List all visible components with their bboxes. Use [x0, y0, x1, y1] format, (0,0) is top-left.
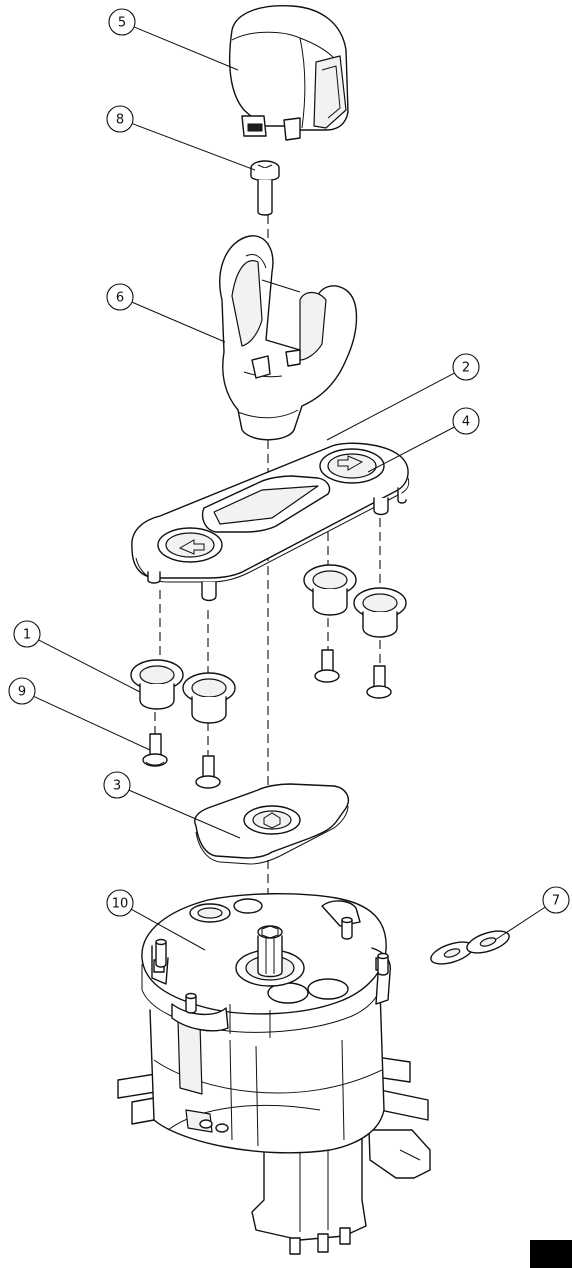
callout-circle	[106, 105, 134, 133]
callout-number: 4	[462, 415, 470, 430]
callout-5: 5	[108, 8, 136, 36]
part-10-base-mechanism	[117, 893, 431, 1255]
callout-circle	[108, 8, 136, 36]
callout-number: 10	[112, 897, 129, 912]
leader-line-2	[326, 372, 455, 441]
part-9-screw-d	[366, 665, 392, 699]
callout-circle	[452, 353, 480, 381]
callout-circle	[542, 886, 570, 914]
callout-circle	[106, 889, 134, 917]
callout-number: 9	[18, 685, 26, 700]
callout-leaders	[33, 26, 546, 951]
leader-line-7	[494, 906, 546, 941]
callout-8: 8	[106, 105, 134, 133]
part-6-handle	[219, 235, 358, 441]
leader-line-9	[33, 695, 151, 751]
part-9-screw-c	[314, 649, 340, 683]
part-1-bushing-left-b	[182, 672, 236, 724]
callout-circle	[13, 620, 41, 648]
callout-number: 1	[23, 628, 31, 643]
callout-circle	[103, 771, 131, 799]
callout-2: 2	[452, 353, 480, 381]
part-9-screw-a	[142, 733, 168, 767]
callout-9: 9	[8, 677, 36, 705]
part-2-faceplate	[131, 442, 410, 602]
callout-6: 6	[106, 283, 134, 311]
part-3-plate	[194, 783, 350, 865]
leader-line-6	[131, 301, 226, 343]
part-1-bushing-right-b	[353, 587, 407, 638]
callout-10: 10	[106, 889, 134, 917]
callout-7: 7	[542, 886, 570, 914]
callout-number: 5	[118, 16, 126, 31]
leader-line-1	[38, 639, 141, 693]
callout-circle	[8, 677, 36, 705]
corner-block	[530, 1240, 572, 1268]
callout-number: 7	[552, 894, 560, 909]
leader-line-10	[131, 908, 206, 951]
leader-line-4	[367, 426, 455, 473]
callout-4: 4	[452, 407, 480, 435]
callout-number: 6	[116, 291, 124, 306]
callout-circle	[452, 407, 480, 435]
part-1-bushing-right-a	[303, 564, 357, 616]
leader-line-5	[133, 26, 239, 71]
callout-balloons: 5 8 6 2 4 1 9 3 10 7	[8, 8, 570, 917]
part-7-washers	[430, 930, 510, 965]
part-8-screw	[250, 160, 280, 216]
part-5-cap	[228, 5, 349, 141]
part-1-bushing-left-a	[130, 659, 184, 710]
part-9-screw-b	[195, 755, 221, 789]
callout-circle	[106, 283, 134, 311]
callout-number: 3	[113, 779, 121, 794]
callout-3: 3	[103, 771, 131, 799]
leader-line-3	[128, 789, 241, 839]
callout-1: 1	[13, 620, 41, 648]
callout-number: 2	[462, 361, 470, 376]
callout-number: 8	[116, 113, 124, 128]
leader-line-8	[131, 123, 256, 171]
